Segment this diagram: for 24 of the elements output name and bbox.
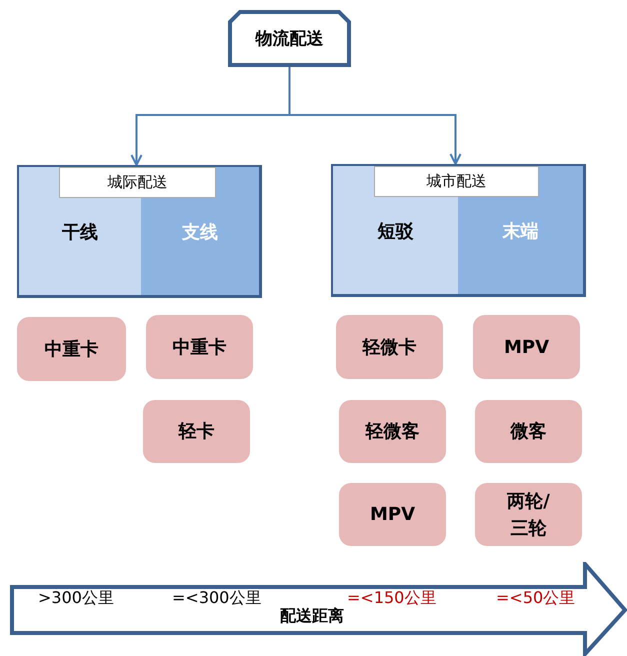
segment-label: 支线: [180, 221, 219, 245]
vehicle-box: 轻微客: [339, 400, 446, 463]
panel-title: 城际配送: [59, 167, 216, 198]
panel-title: 城市配送: [374, 166, 539, 197]
segment-label: 末端: [501, 220, 540, 244]
category-panel: [331, 164, 586, 297]
distance-label: =<150公里: [347, 587, 436, 608]
arrow: [288, 67, 462, 165]
distance-label: =<300公里: [172, 587, 262, 608]
process-box: 物流配送: [228, 10, 351, 67]
vehicle-box: 中重卡: [146, 315, 253, 379]
vehicle-box: 轻微卡: [336, 315, 443, 379]
distance-label: >300公里: [38, 587, 114, 608]
vehicle-box: 微客: [475, 400, 582, 463]
category-panel: [17, 165, 262, 298]
vehicle-box: 中重卡: [17, 317, 126, 381]
distance-label: =<50公里: [496, 587, 576, 608]
vehicle-box: MPV: [339, 483, 446, 546]
segment-label: 干线: [61, 221, 99, 245]
vehicle-box: 轻卡: [143, 400, 250, 463]
vehicle-box: MPV: [473, 315, 580, 379]
axis-label: 配送距离: [280, 605, 344, 626]
vehicle-box: 两轮/三轮: [475, 483, 582, 546]
segment-label: 短驳: [376, 220, 414, 244]
